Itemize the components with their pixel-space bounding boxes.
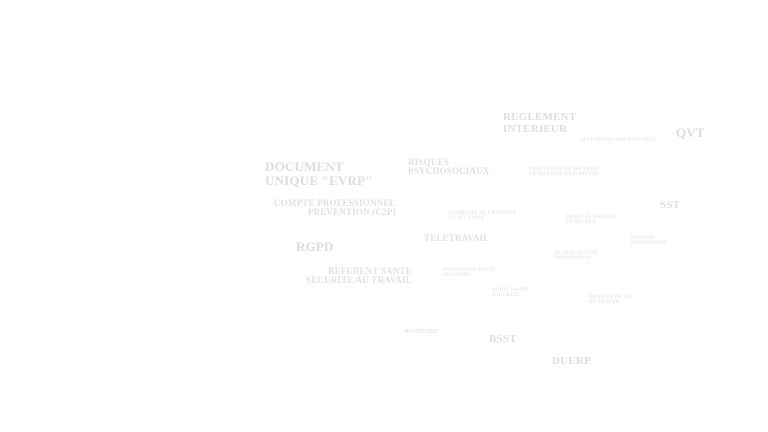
word-qualite-vie: QUALITE DE VIE AU TRAVAIL — [589, 295, 634, 306]
word-referent-sante: REFERENT SANTE SECURITE AU TRAVAIL — [306, 266, 412, 286]
word-audit-sante: AUDIT SANTE SECURITE — [492, 288, 529, 299]
word-pandemie: PANDEMIE — [405, 329, 439, 335]
word-teletravail: TELETRAVAIL — [424, 233, 490, 243]
word-bsst: BSST — [489, 333, 517, 345]
word-conduite-chantier: CONDUITE DE CHANTIER ET SECURITE — [449, 211, 517, 222]
word-risques-psychosociaux: RISQUES PSYCHOSOCIAUX — [408, 157, 490, 177]
word-plan-action: PLAN D'ACTION PREVENTION — [555, 251, 598, 262]
word-affichages-obligatoires: AFFICHAGES OBLIGATOIRES — [580, 138, 658, 143]
word-reglement-interieur: REGLEMENT INTERIEUR — [503, 111, 577, 135]
word-formation-sante: FORMATION SANTE SECURITE — [443, 268, 496, 279]
word-droit-retrait: DROIT DE RETRAIT ET ALERTE — [566, 215, 618, 226]
word-qvt: QVT — [676, 125, 705, 140]
word-compte-professionnel: COMPTE PROFESSIONNEL PREVENTION (C2P) — [274, 198, 396, 218]
word-protocole-securite: PROTOCOLE DE SECURITE ENTREPRISE EXTERIE… — [529, 167, 601, 178]
word-conseil-prevention: CONSEIL PREVENTION — [631, 236, 667, 247]
word-document-unique: DOCUMENT UNIQUE "EVRP" — [265, 159, 373, 188]
word-sst: SST — [660, 199, 681, 211]
word-duerp: DUERP — [552, 355, 591, 367]
word-rgpd: RGPD — [296, 239, 334, 254]
